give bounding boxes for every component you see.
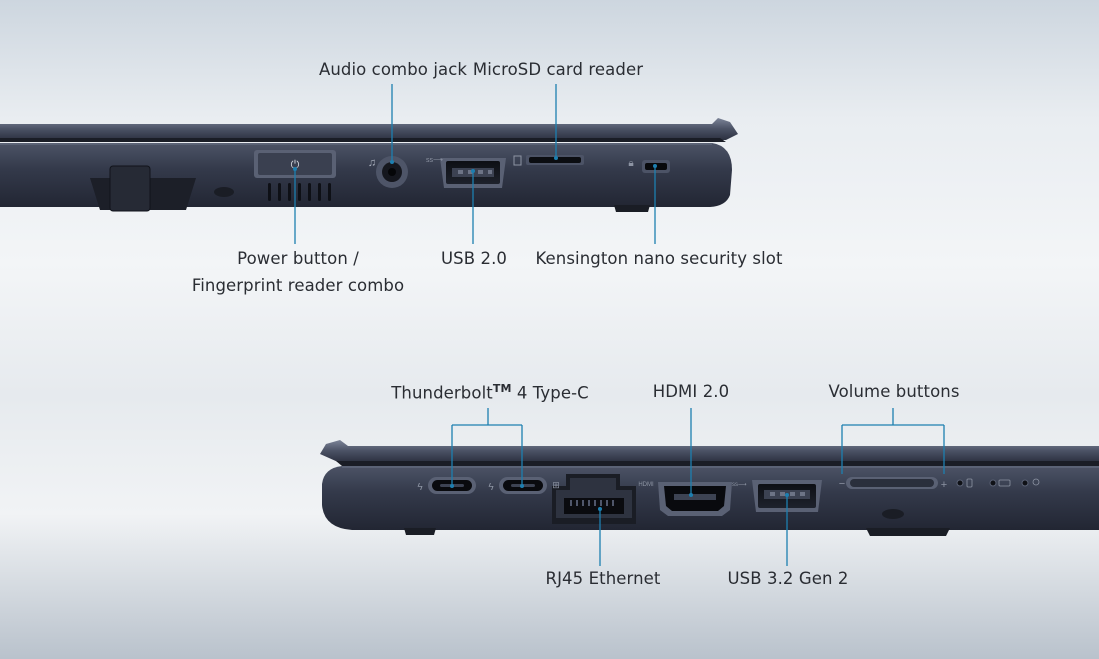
top-callout-lines <box>294 84 656 244</box>
label-audio-combo-jack: Audio combo jack <box>318 60 468 79</box>
power-icon: ⏻ <box>291 159 300 171</box>
trademark-mark: TM <box>492 382 512 395</box>
lock-icon: 🔒︎ <box>628 158 633 169</box>
volume-minus-marking: − <box>839 478 845 490</box>
usb-ss-icon: ss⟶ <box>732 482 747 488</box>
label-usb-2-0: USB 2.0 <box>440 249 508 268</box>
vent-slots <box>268 183 331 201</box>
usb-ss-icon: ss⟶ <box>426 157 443 164</box>
label-hdmi: HDMI 2.0 <box>652 382 730 401</box>
battery-icon <box>998 479 1011 487</box>
sd-card-icon <box>513 155 522 166</box>
label-kensington-slot: Kensington nano security slot <box>535 249 783 268</box>
label-rj45: RJ45 Ethernet <box>545 569 661 588</box>
microsd-card-reader-slot <box>526 155 584 165</box>
label-usb-3-2: USB 3.2 Gen 2 <box>727 569 849 588</box>
label-thunderbolt: ThunderboltTM 4 Type-C <box>391 382 589 403</box>
hdmi-marking: HDMI <box>638 482 654 488</box>
power-led-icon <box>1032 478 1040 486</box>
headset-icon: ♫ <box>368 157 376 169</box>
label-power-button-line2: Fingerprint reader combo <box>191 276 405 295</box>
thunderbolt-text: Thunderbolt <box>391 383 493 403</box>
bottom-callout-lines <box>451 408 945 566</box>
thunderbolt-suffix: 4 Type-C <box>511 383 589 403</box>
label-volume-buttons: Volume buttons <box>828 382 960 401</box>
rj45-ethernet-port <box>552 474 636 524</box>
label-power-button-line1: Power button / <box>237 249 359 268</box>
volume-rocker <box>846 477 938 489</box>
hdmi-port <box>658 482 732 516</box>
network-icon: ⊞ <box>552 480 560 490</box>
storage-icon <box>966 478 973 488</box>
label-microsd-card-reader: MicroSD card reader <box>472 60 644 79</box>
status-indicators <box>956 478 1040 488</box>
audio-combo-jack-port <box>376 156 408 188</box>
power-button <box>254 150 336 178</box>
lightning-icon: ϟ <box>488 482 494 493</box>
volume-plus-marking: + <box>941 479 947 491</box>
lightning-icon: ϟ <box>417 482 423 493</box>
